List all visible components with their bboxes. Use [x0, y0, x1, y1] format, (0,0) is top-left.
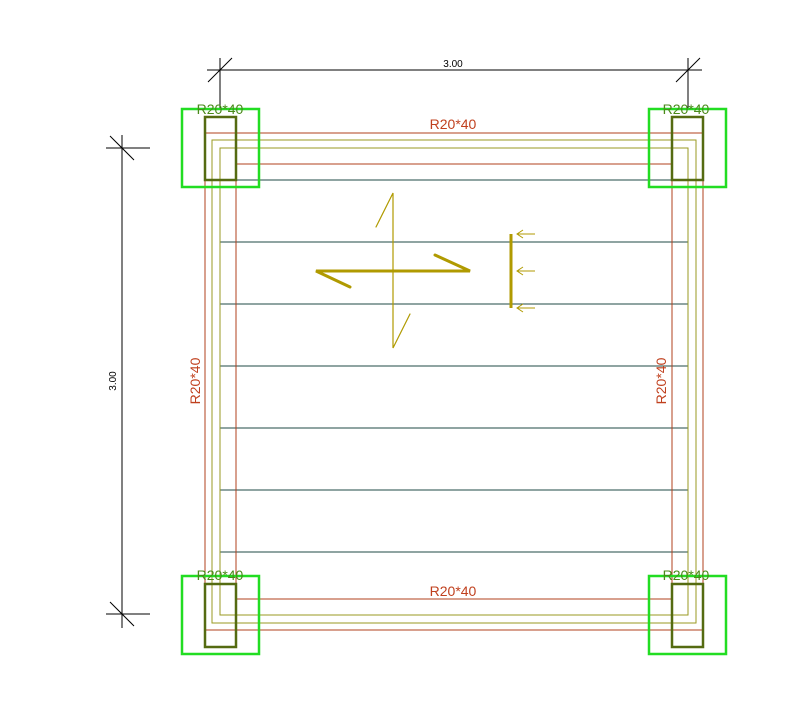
beam-label-bottom: R20*40 [430, 583, 477, 599]
beams [204, 132, 704, 631]
edge-load-symbol [509, 229, 535, 313]
slab-edge-outer [211, 139, 697, 624]
column-outline [647, 107, 728, 189]
dim-tick-bottom [109, 601, 135, 627]
beam-label-left: R20*40 [187, 357, 203, 404]
load-arrow [516, 266, 535, 276]
column-section [670, 582, 705, 649]
horizontal-dimension-label: 3.00 [443, 59, 463, 70]
vertical-dimension [106, 135, 150, 628]
column-top-left[interactable] [180, 107, 261, 189]
vertical-dimension-label: 3.00 [108, 371, 119, 391]
column-label: R20*40 [197, 567, 244, 583]
load-arrow [516, 229, 535, 239]
dim-tick-left [207, 57, 233, 83]
column-outline [647, 574, 728, 656]
column-label: R20*40 [663, 101, 710, 117]
column-label: R20*40 [663, 567, 710, 583]
span-arrow-vertical [375, 192, 411, 349]
column-section [203, 582, 238, 649]
joists [220, 179, 688, 553]
dim-tick-right [675, 57, 701, 83]
column-section [203, 115, 238, 182]
column-outline [180, 107, 261, 189]
horizontal-dimension [207, 57, 702, 108]
slab-edge-inner [219, 147, 689, 616]
load-arrow [516, 303, 535, 313]
span-direction-symbol [315, 192, 471, 349]
dim-tick-top [109, 135, 135, 161]
beam-label-top: R20*40 [430, 116, 477, 132]
slab-edge [211, 139, 697, 624]
column-bottom-right[interactable] [647, 574, 728, 656]
column-bottom-left[interactable] [180, 574, 261, 656]
column-section [670, 115, 705, 182]
column-outline [180, 574, 261, 656]
column-top-right[interactable] [647, 107, 728, 189]
column-label: R20*40 [197, 101, 244, 117]
beam-label-right: R20*40 [653, 357, 669, 404]
